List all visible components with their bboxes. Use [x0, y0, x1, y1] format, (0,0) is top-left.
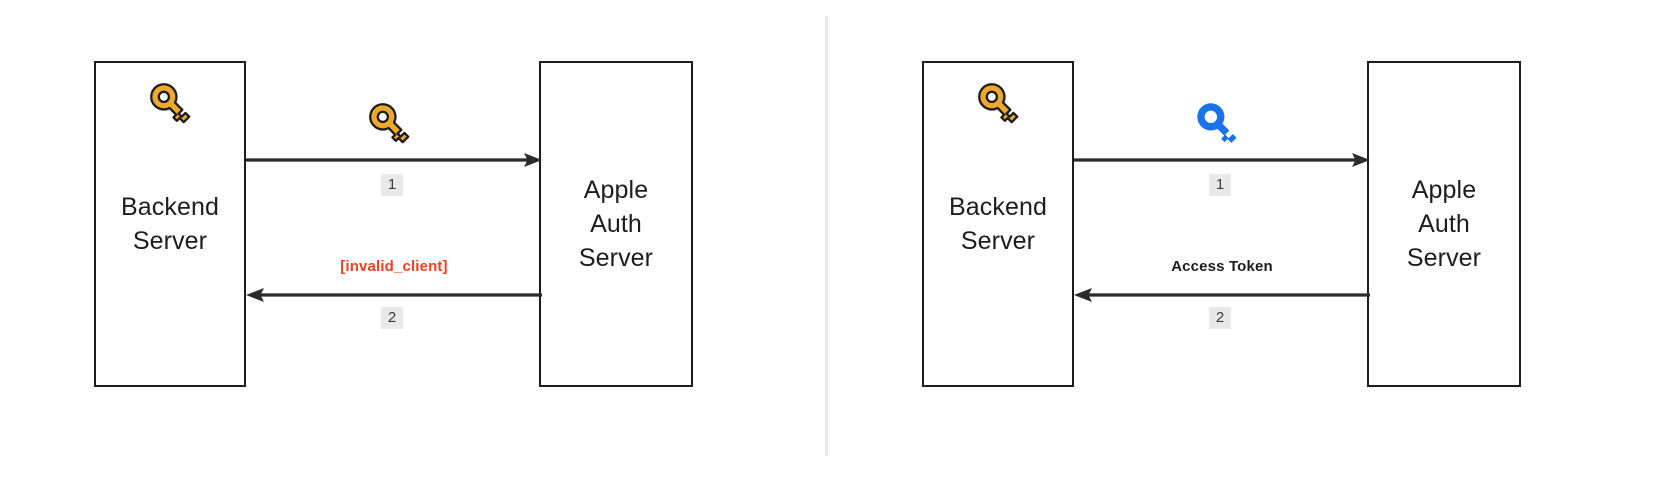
badge-step-2: 2 [1209, 307, 1231, 329]
node-apple-auth-server-label: Apple Auth Server [1406, 176, 1482, 272]
node-apple-auth-server: Apple Auth Server [539, 61, 693, 387]
badge-step-1: 1 [381, 174, 403, 196]
key-icon-blue-request [1197, 103, 1237, 143]
panel-divider [825, 16, 828, 456]
node-apple-auth-server: Apple Auth Server [1367, 61, 1521, 387]
arrow-response-label: [invalid_client] [340, 258, 448, 275]
arrow-request [1074, 150, 1370, 170]
arrow-response [1074, 285, 1370, 305]
badge-step-1: 1 [1209, 174, 1231, 196]
key-icon-gold-request [369, 103, 410, 144]
panel-success: Backend Server Apple Auth Server [828, 0, 1656, 479]
arrow-response [246, 285, 542, 305]
arrow-response-label: Access Token [1171, 258, 1273, 275]
badge-step-2: 2 [381, 307, 403, 329]
node-backend-server-label: Backend Server [121, 193, 219, 255]
node-apple-auth-server-label: Apple Auth Server [578, 176, 654, 272]
node-backend-server: Backend Server [922, 61, 1074, 387]
node-backend-server: Backend Server [94, 61, 246, 387]
node-backend-server-label: Backend Server [949, 193, 1047, 255]
arrow-request [246, 150, 542, 170]
panel-failure: Backend Server Apple Auth Server [94, 61, 693, 387]
